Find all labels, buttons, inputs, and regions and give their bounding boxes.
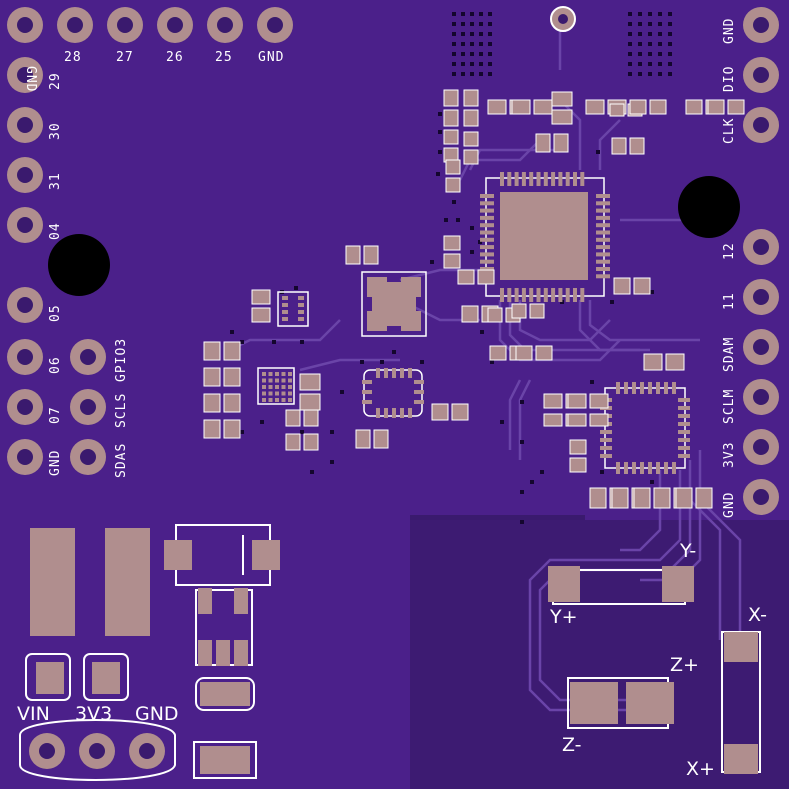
mounting-hole-right: [678, 176, 740, 238]
coil-pads: [548, 566, 761, 774]
right-header-label-sdam: SDAM: [722, 336, 737, 372]
right-header-label-gnd-top: GND: [722, 17, 737, 44]
label-scls: SCLS: [114, 392, 129, 428]
top-header-label-25: 25: [215, 50, 233, 65]
label-sdas: SDAS: [114, 442, 129, 478]
top-header-label-gnd-right: GND: [258, 50, 285, 65]
bga-chip: [257, 367, 295, 405]
right-header-label-3v3: 3V3: [722, 441, 737, 468]
coil-label-y-plus: Y+: [550, 606, 578, 628]
label-gpio3: GPIO3: [114, 337, 129, 382]
power-label-vin: VIN: [17, 703, 50, 725]
mcu-chip: [485, 177, 605, 297]
top-header-label-gnd-left: GND: [23, 66, 38, 93]
left-header-label-05: 05: [48, 304, 63, 322]
power-label-3v3: 3V3: [75, 703, 113, 725]
top-header-label-28: 28: [64, 50, 82, 65]
top-header-label-27: 27: [116, 50, 134, 65]
power-label-gnd: GND: [135, 703, 179, 725]
left-header-label-04: 04: [48, 222, 63, 240]
left-header-label-31: 31: [48, 172, 63, 190]
imu-chip: [604, 387, 686, 469]
coil-label-y-minus: Y-: [680, 540, 697, 562]
left-header-label-07: 07: [48, 406, 63, 424]
coil-label-z-minus: Z-: [562, 734, 582, 756]
coil-label-z-plus: Z+: [670, 654, 699, 676]
quad-flat-chip: [361, 271, 427, 337]
left-header-label-29: 29: [48, 72, 63, 90]
right-header-label-dio: DIO: [722, 65, 737, 92]
right-header-label-11: 11: [722, 292, 737, 310]
coil-label-x-minus: X-: [748, 604, 767, 626]
right-header-label-sclm: SCLM: [722, 388, 737, 424]
right-header-label-gnd-bottom: GND: [722, 491, 737, 518]
left-header-label-gnd: GND: [48, 449, 63, 476]
left-header-label-30: 30: [48, 122, 63, 140]
right-header-label-12: 12: [722, 242, 737, 260]
top-header-label-26: 26: [166, 50, 184, 65]
small-sensor: [277, 291, 309, 327]
left-header-label-06: 06: [48, 356, 63, 374]
coil-label-x-plus: X+: [686, 758, 715, 780]
power-section: [19, 524, 280, 781]
mounting-hole-left: [48, 234, 110, 296]
right-header-label-clk: CLK: [722, 117, 737, 144]
